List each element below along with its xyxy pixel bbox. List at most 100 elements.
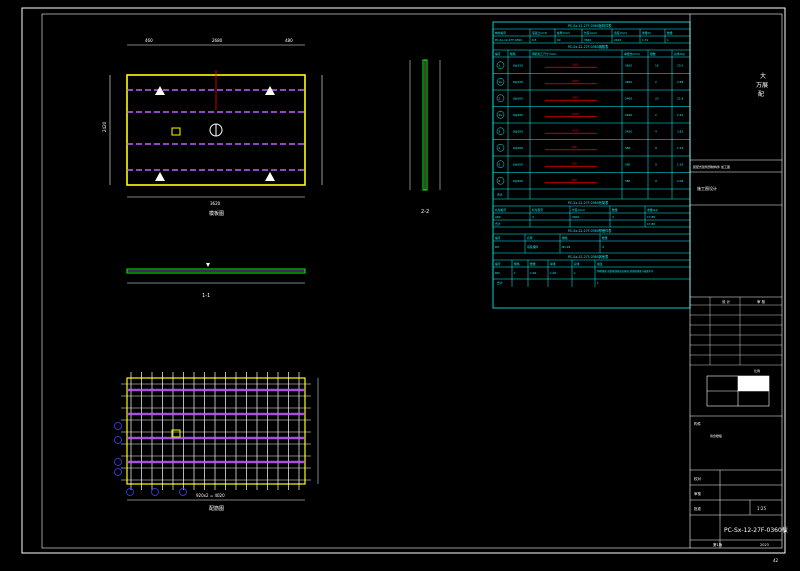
component-table-cell: PC-Sx-12-27F-0360 (495, 38, 522, 42)
rebar-table-header: 单根长(mm) (624, 52, 640, 56)
dim-total: 3620 (210, 201, 221, 206)
lifting-triangle-icon-4 (265, 172, 275, 181)
truss-table-cell: 3400 (572, 215, 579, 219)
rebar-spec: 6@200 (513, 162, 523, 166)
tables-grid: PC-Sx-12-27F-0360板构件表构件编号混凝土(m3)板厚(mm)长度… (492, 23, 691, 287)
sheet-border-inner (41, 13, 783, 549)
rebar-count: 16 (655, 63, 659, 67)
embed-table-cell: DH (495, 245, 499, 249)
other-table-cell: 1.00 (530, 271, 536, 275)
sign-header-1: 设 计 (722, 299, 731, 304)
rebar-mark: 6 (499, 179, 501, 183)
rebar-shape-length: 580 (572, 178, 577, 182)
rebar-spec: 8@200 (513, 113, 523, 117)
component-table-cell: 2420 (614, 38, 621, 42)
rebar-single-length: 3620 (625, 63, 632, 67)
truss-table-header: 长度(mm) (572, 208, 585, 212)
date-value: 2023 (760, 543, 769, 547)
rebar-table-header: 钢筋加工尺寸(mm) (532, 52, 556, 56)
rebar-table-title: PC-Sx-12-27F-0360钢筋表 (568, 44, 609, 49)
other-table-header: 单重 (550, 262, 556, 266)
rebar-table-header: 编号 (495, 52, 501, 56)
rebar-single-length: 580 (625, 162, 631, 166)
component-table-header: 数量 (667, 31, 673, 35)
rebar-single-length: 580 (625, 146, 631, 150)
other-table-cell: DM (495, 271, 500, 275)
rebar-shape-length: 3600 (572, 62, 579, 66)
embed-table-cell: 4 (602, 245, 604, 249)
rebar-mark-icon (496, 111, 505, 119)
section-2-2-label: 2-2 (421, 209, 429, 215)
truss-table-cell: 17.80 (647, 215, 655, 219)
embed-table-cell: 吊装埋件 (527, 245, 538, 249)
section-1-1-mark-icon (206, 263, 210, 267)
rebar-count: 9 (655, 162, 657, 166)
rebar-total: 920x2 = 4020 (196, 493, 225, 498)
component-table-cell: 1 (667, 38, 669, 42)
rebar-shape-length: 3620 (572, 79, 579, 83)
other-table-total-label: 合计 (497, 281, 503, 285)
rebar-table-header: 规格 (510, 52, 516, 56)
embed-table-cell: Φ=18 (562, 245, 570, 249)
rebar-mark-icon (496, 78, 505, 86)
rebar-count: 23 (655, 96, 659, 100)
rebar-weight: 1.91 (677, 113, 683, 117)
rebar-callout-bubbles (114, 422, 187, 496)
rebar-outline (126, 377, 306, 485)
rebar-weight: 3.82 (677, 129, 683, 133)
sign-header-2: 审 核 (757, 299, 766, 304)
rebar-single-length: 2400 (625, 96, 632, 100)
rebar-mark-icon (496, 160, 505, 168)
rebar-mark: 2 (499, 96, 501, 100)
rebar-weight: 1.16 (677, 146, 683, 150)
embed-table-header: 编号 (495, 236, 501, 240)
lifting-triangle-icon-2 (265, 86, 275, 95)
scale-value: 1:25 (757, 506, 766, 511)
rebar-spec: 8@200 (513, 179, 523, 183)
rebar-bubble-icon-3 (114, 458, 122, 466)
truss-table-header: 桁架编号 (495, 208, 506, 212)
scale-label: 比例 (754, 368, 760, 373)
rebar-shape-length: 2400 (572, 95, 579, 99)
rebar-mark-icon (496, 144, 505, 152)
component-table-header: 长度(mm) (584, 31, 597, 35)
drawn-label: 校对 (694, 476, 702, 481)
rebar-mark-icon (496, 127, 505, 135)
plan-view: 460 2680 480 3620 2420 模板图 (102, 38, 323, 217)
rebar-count: 4 (655, 129, 657, 133)
rebar-count: 9 (655, 179, 657, 183)
rebar-mark-icon (496, 94, 505, 102)
embed-table-header: 名称 (527, 236, 533, 240)
component-table-header: 混凝土(m3) (532, 31, 547, 35)
other-table-total-value: 1 (597, 281, 599, 285)
dim-mid: 2680 (212, 38, 223, 43)
truss-table-cell: A80 (495, 215, 501, 219)
logo-fill (738, 376, 769, 391)
section-1-1-label: 1-1 (202, 293, 210, 299)
other-table-header: 总重 (574, 262, 580, 266)
title-block: 大万展配 装配式建筑预制构件 加工图 施工图设计 设 计 审 核 比例 构件 叠… (689, 14, 788, 563)
rebar-mark: 1a (499, 80, 503, 84)
checked-label: 审核 (694, 491, 702, 496)
rebar-view: 920x2 = 4020 配筋图 (114, 372, 319, 512)
other-table-title: PC-Sx-12-27F-0360其他表 (568, 254, 609, 259)
rebar-shape-length: 580 (572, 145, 577, 149)
dim-right: 480 (285, 38, 293, 43)
rebar-longitudinal-bars (130, 372, 300, 490)
rebar-single-length: 2420 (625, 113, 632, 117)
rebar-weight: 23.0 (677, 63, 683, 67)
rebar-shape-length: 2420 (572, 128, 579, 132)
component-table-cell: 60 (557, 38, 561, 42)
rebar-weight: 1.16 (677, 162, 683, 166)
embed-table-header: 数量 (602, 236, 608, 240)
embed-table-header: 规格 (562, 236, 568, 240)
tables-panel: PC-Sx-12-27F-0360板构件表构件编号混凝土(m3)板厚(mm)长度… (492, 21, 691, 309)
other-table-header: 编号 (495, 262, 501, 266)
rebar-single-length: 3620 (625, 80, 632, 84)
project-short: 大万展配 (756, 72, 768, 98)
lifting-triangle-icon-3 (155, 172, 165, 181)
rebar-weight: 2.88 (677, 80, 683, 84)
rebar-single-length: 580 (625, 179, 631, 183)
signature-rows (690, 297, 782, 366)
